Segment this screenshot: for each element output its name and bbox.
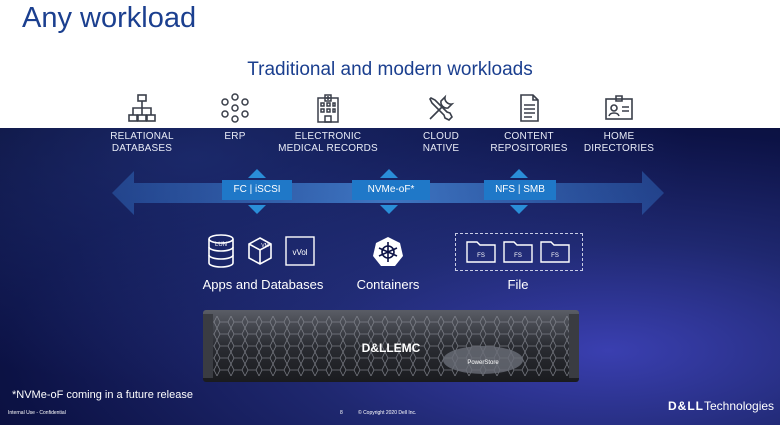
hospital-icon bbox=[273, 92, 383, 124]
slide-subtitle: Traditional and modern workloads bbox=[247, 59, 533, 80]
vm-cube-icon: VM bbox=[248, 237, 272, 265]
category-file: File bbox=[507, 277, 529, 292]
erp-icon bbox=[180, 92, 290, 124]
folder-icon: FS bbox=[466, 241, 496, 263]
tools-icon bbox=[386, 92, 496, 124]
svg-text:FS: FS bbox=[477, 253, 485, 259]
svg-text:FS: FS bbox=[514, 253, 522, 259]
protocol-nvme-of: NVMe-oF* bbox=[352, 180, 430, 200]
folder-icon: FS bbox=[540, 241, 570, 263]
slide-header-area bbox=[0, 0, 780, 128]
arrow-up-icon bbox=[510, 169, 528, 178]
classification-label: Internal Use - Confidential bbox=[8, 410, 66, 416]
svg-text:D&LLEMC: D&LLEMC bbox=[362, 341, 421, 355]
arrow-up-icon bbox=[248, 169, 266, 178]
svg-text:FS: FS bbox=[551, 253, 559, 259]
arrow-down-icon bbox=[380, 205, 398, 214]
vvol-icon: vVol bbox=[285, 236, 315, 266]
svg-text:LUN: LUN bbox=[215, 242, 227, 248]
svg-text:vVol: vVol bbox=[292, 248, 307, 257]
workload-label-erp: ERP bbox=[224, 131, 246, 142]
arrow-up-icon bbox=[380, 169, 398, 178]
arrow-down-icon bbox=[510, 205, 528, 214]
dell-technologies-logo: D&LLTechnologies bbox=[668, 399, 775, 413]
id-card-icon bbox=[564, 92, 674, 124]
svg-text:VM: VM bbox=[261, 243, 269, 249]
category-containers: Containers bbox=[356, 277, 420, 292]
document-icon bbox=[474, 92, 584, 124]
file-systems-group bbox=[455, 233, 583, 271]
powerstore-appliance-image: D&LLEMC PowerStore bbox=[203, 310, 579, 382]
page-number: 8 bbox=[340, 410, 343, 416]
protocol-nfs-smb: NFS | SMB bbox=[484, 180, 556, 200]
protocol-fc-iscsi: FC | iSCSI bbox=[222, 180, 292, 200]
lun-database-icon: LUN bbox=[208, 234, 234, 268]
category-apps-and-databases: Apps and Databases bbox=[202, 277, 324, 292]
footnote: *NVMe-oF coming in a future release bbox=[12, 389, 193, 401]
copyright: © Copyright 2020 Dell Inc. bbox=[358, 410, 417, 416]
svg-text:PowerStore: PowerStore bbox=[467, 360, 499, 366]
kubernetes-icon bbox=[373, 237, 403, 266]
folder-icon: FS bbox=[503, 241, 533, 263]
arrow-down-icon bbox=[248, 205, 266, 214]
relational-databases-icon bbox=[87, 92, 197, 124]
slide-title: Any workload bbox=[22, 2, 197, 34]
